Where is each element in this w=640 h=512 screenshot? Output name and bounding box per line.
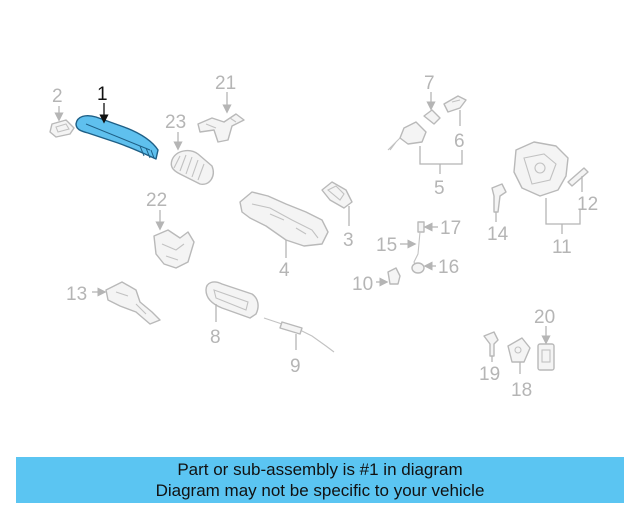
part-18-striker[interactable] xyxy=(507,337,531,363)
callout-8[interactable]: 8 xyxy=(210,327,221,348)
part-10-fastener[interactable] xyxy=(387,267,401,285)
callout-17[interactable]: 17 xyxy=(440,218,461,239)
part-13-bracket[interactable] xyxy=(105,281,161,325)
part-12-screw[interactable] xyxy=(567,167,589,187)
part-17-clip[interactable] xyxy=(417,221,425,233)
callout-3[interactable]: 3 xyxy=(343,230,354,251)
part-16-grommet[interactable] xyxy=(411,262,425,274)
part-1-door-handle[interactable] xyxy=(75,115,159,160)
bracket-11 xyxy=(545,198,581,225)
callout-19[interactable]: 19 xyxy=(479,364,500,385)
callout-6[interactable]: 6 xyxy=(454,131,465,152)
bracket-5 xyxy=(419,146,463,165)
callout-21[interactable]: 21 xyxy=(215,73,236,94)
part-19-screw[interactable] xyxy=(483,331,499,357)
part-14-bolt[interactable] xyxy=(491,183,507,213)
part-8-inner-handle[interactable] xyxy=(205,281,259,319)
part-20-striker-plate[interactable] xyxy=(537,343,555,371)
callout-13[interactable]: 13 xyxy=(66,284,87,305)
part-23-boot[interactable] xyxy=(170,149,214,185)
callout-23[interactable]: 23 xyxy=(165,112,186,133)
callout-18[interactable]: 18 xyxy=(511,380,532,401)
callout-11[interactable]: 11 xyxy=(552,237,572,258)
part-7-clip[interactable] xyxy=(423,109,441,125)
callout-15[interactable]: 15 xyxy=(376,235,397,256)
part-21-bracket[interactable] xyxy=(197,113,245,143)
callout-14[interactable]: 14 xyxy=(487,224,509,245)
part-9-cable[interactable] xyxy=(263,317,335,353)
info-caption: Part or sub-assembly is #1 in diagram Di… xyxy=(16,457,624,503)
part-22-bracket[interactable] xyxy=(153,229,195,269)
callout-5[interactable]: 5 xyxy=(434,178,445,199)
callout-2[interactable]: 2 xyxy=(52,86,63,107)
callout-22[interactable]: 22 xyxy=(146,190,167,211)
part-5-lock-cylinder[interactable] xyxy=(387,121,427,151)
part-6-key[interactable] xyxy=(443,95,467,113)
callout-7[interactable]: 7 xyxy=(424,73,435,94)
caption-line-2: Diagram may not be specific to your vehi… xyxy=(155,481,485,500)
callout-16[interactable]: 16 xyxy=(438,257,459,278)
callout-9[interactable]: 9 xyxy=(290,356,301,377)
callout-1[interactable]: 1 xyxy=(97,84,108,105)
callout-20[interactable]: 20 xyxy=(534,307,555,328)
callout-4[interactable]: 4 xyxy=(279,260,290,281)
part-2-pad[interactable] xyxy=(49,119,75,138)
part-3-bezel[interactable] xyxy=(321,181,353,209)
part-11-latch[interactable] xyxy=(513,141,569,197)
caption-line-1: Part or sub-assembly is #1 in diagram xyxy=(177,460,463,479)
part-4-inner-frame[interactable] xyxy=(239,191,329,247)
callout-10[interactable]: 10 xyxy=(352,274,373,295)
callout-12[interactable]: 12 xyxy=(577,194,598,215)
